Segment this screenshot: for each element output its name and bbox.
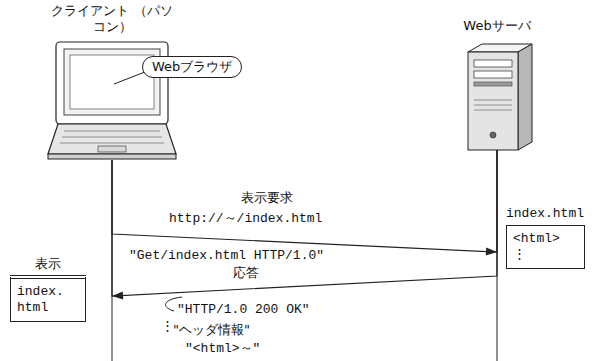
callout-bubble: Webブラウザ [142,56,242,78]
box-text: ⋮ [513,247,578,263]
box-frame: index. html [10,275,86,322]
url-text: http://～/index.html [168,211,323,226]
status-line: "HTTP/1.0 200 OK" [176,302,311,317]
server-node: Webサーバ [455,18,539,150]
edge-label: 応答 [232,265,260,281]
request-arrow [112,150,497,255]
arrowhead [112,291,123,299]
box-text: <html> [513,231,578,247]
connector-line [112,150,497,252]
server-icon [468,44,532,150]
box-heading: index.html [506,206,585,222]
box-heading: 表示 [10,256,86,272]
client-node: クライアント （パソコン） [50,3,174,160]
request-line: "Get/index.html HTTP/1.0" [128,248,325,263]
file-box: index.html <html>⋮ [506,206,585,269]
connector-line [112,150,497,296]
node-label: クライアント （パソコン） [50,3,174,35]
callout-text: Webブラウザ [152,59,232,75]
box-frame: <html>⋮ [506,225,585,269]
node-label: Webサーバ [455,18,539,34]
box-text: index. html [17,284,79,316]
body-text: "<html>～" [184,341,261,356]
edge-label: 表示要求 [240,190,294,206]
display-box: 表示 index. html [10,256,86,322]
header-text: "ヘッダ情報" [172,322,251,337]
arrowhead [486,247,497,255]
response-arrow [112,150,497,299]
